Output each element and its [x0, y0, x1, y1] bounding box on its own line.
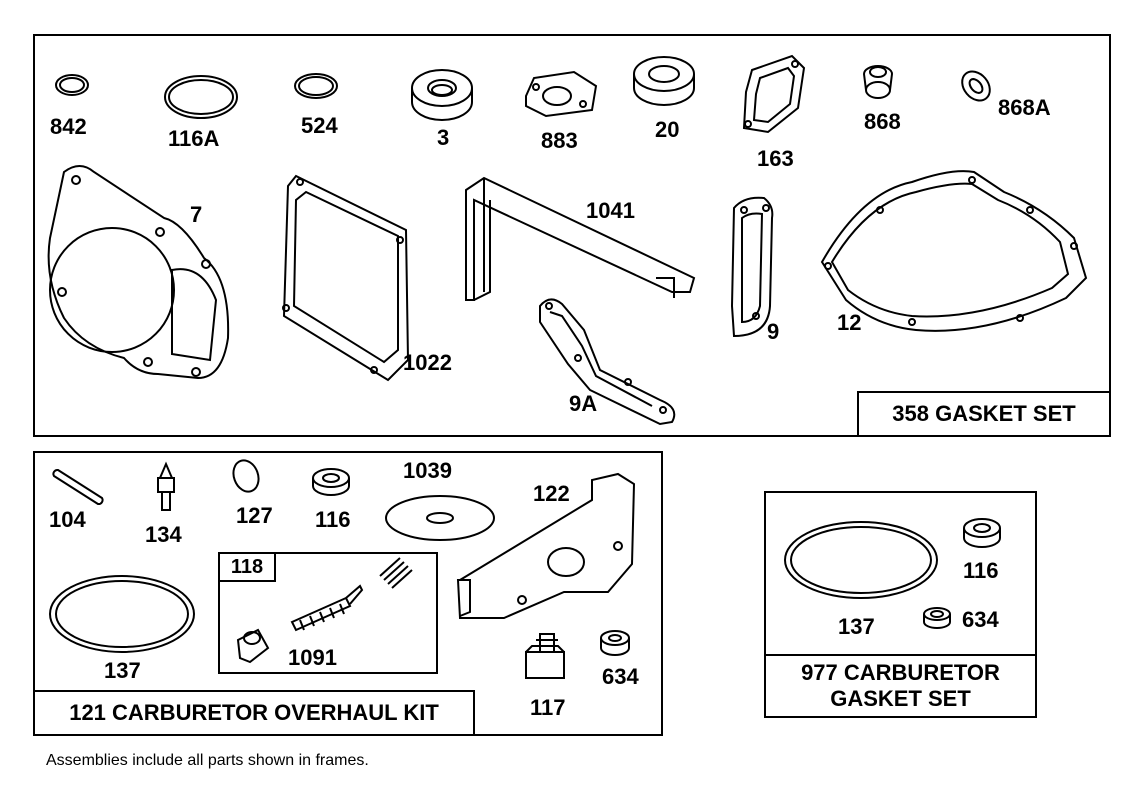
- part-117-label: 117: [530, 695, 566, 720]
- carb-gasket-set-title-line2: GASKET SET: [830, 686, 971, 711]
- part-1022-label: 1022: [403, 350, 452, 375]
- overhaul-kit-title: 121 CARBURETOR OVERHAUL KIT: [33, 690, 475, 736]
- oil-seal-20-icon: [634, 57, 694, 105]
- part-3-label: 3: [437, 125, 450, 150]
- part-9a-label: 9A: [569, 391, 598, 416]
- part-12-label: 12: [837, 310, 862, 335]
- part-116b-label: 116: [963, 558, 999, 583]
- jet-117-icon: [526, 634, 564, 678]
- part-634b-label: 634: [962, 607, 999, 632]
- spring-118-icon: [380, 558, 412, 588]
- part-634-label: 634: [602, 664, 639, 689]
- ring-116a-icon: [165, 76, 237, 118]
- part-868-label: 868: [864, 109, 901, 134]
- ring-524-icon: [295, 74, 337, 98]
- ring-842-icon: [56, 75, 88, 95]
- part-163-label: 163: [757, 146, 794, 171]
- mixture-screw-1091-icon: [292, 586, 362, 630]
- part-883-label: 883: [541, 128, 578, 153]
- part-122-label: 122: [533, 481, 570, 506]
- sub-assembly-118-title: 118: [218, 552, 276, 582]
- part-7-label: 7: [190, 202, 203, 227]
- part-127-label: 127: [236, 503, 273, 528]
- part-1041-label: 1041: [586, 198, 635, 223]
- gasket-9-icon: [732, 198, 772, 336]
- o-ring-137b-icon: [785, 522, 937, 598]
- part-104-label: 104: [49, 507, 86, 532]
- part-868a-label: 868A: [998, 95, 1051, 120]
- washer-116b-icon: [964, 519, 1000, 547]
- pin-104-icon: [53, 470, 102, 504]
- part-116-label: 116: [315, 507, 351, 532]
- carb-gasket-set-title-line1: 977 CARBURETOR: [801, 659, 1000, 685]
- part-134-label: 134: [145, 522, 182, 547]
- oil-seal-3-icon: [412, 70, 472, 120]
- carb-gasket-set-title: 977 CARBURETOR GASKET SET: [764, 654, 1037, 718]
- part-524-label: 524: [301, 113, 338, 138]
- seat-634-icon: [601, 631, 629, 655]
- washer-116-icon: [313, 469, 349, 495]
- footnote: Assemblies include all parts shown in fr…: [46, 752, 369, 769]
- part-20-label: 20: [655, 117, 680, 142]
- o-ring-137-icon: [50, 576, 194, 652]
- gasket-set-frame: [33, 34, 1111, 437]
- bracket-122-icon: [458, 474, 634, 618]
- valve-seal-868-icon: [864, 66, 892, 98]
- gasket-1022-icon: [283, 176, 408, 380]
- part-137-label: 137: [104, 658, 141, 683]
- part-1039-label: 1039: [403, 458, 452, 483]
- part-9-label: 9: [767, 319, 780, 344]
- part-137b-label: 137: [838, 614, 875, 639]
- needle-134-icon: [158, 464, 174, 510]
- gasket-set-title: 358 GASKET SET: [857, 391, 1111, 437]
- gasket-9a-icon: [540, 299, 674, 424]
- part-116a-label: 116A: [168, 126, 220, 151]
- seat-634b-icon: [924, 608, 950, 628]
- part-842-label: 842: [50, 114, 87, 139]
- sub-assembly-118-frame: [218, 552, 438, 674]
- head-gasket-7-icon: [49, 166, 229, 378]
- disc-1039-icon: [386, 496, 494, 540]
- crankcase-gasket-12-icon: [822, 171, 1086, 331]
- bar-1041-icon: [466, 178, 694, 300]
- part-1091-label: 1091: [288, 645, 337, 670]
- cap-1091-icon: [238, 630, 268, 662]
- gasket-883-icon: [526, 72, 596, 116]
- washer-868a-icon: [957, 66, 996, 106]
- welch-plug-127-icon: [229, 457, 262, 495]
- gasket-163-icon: [744, 56, 804, 132]
